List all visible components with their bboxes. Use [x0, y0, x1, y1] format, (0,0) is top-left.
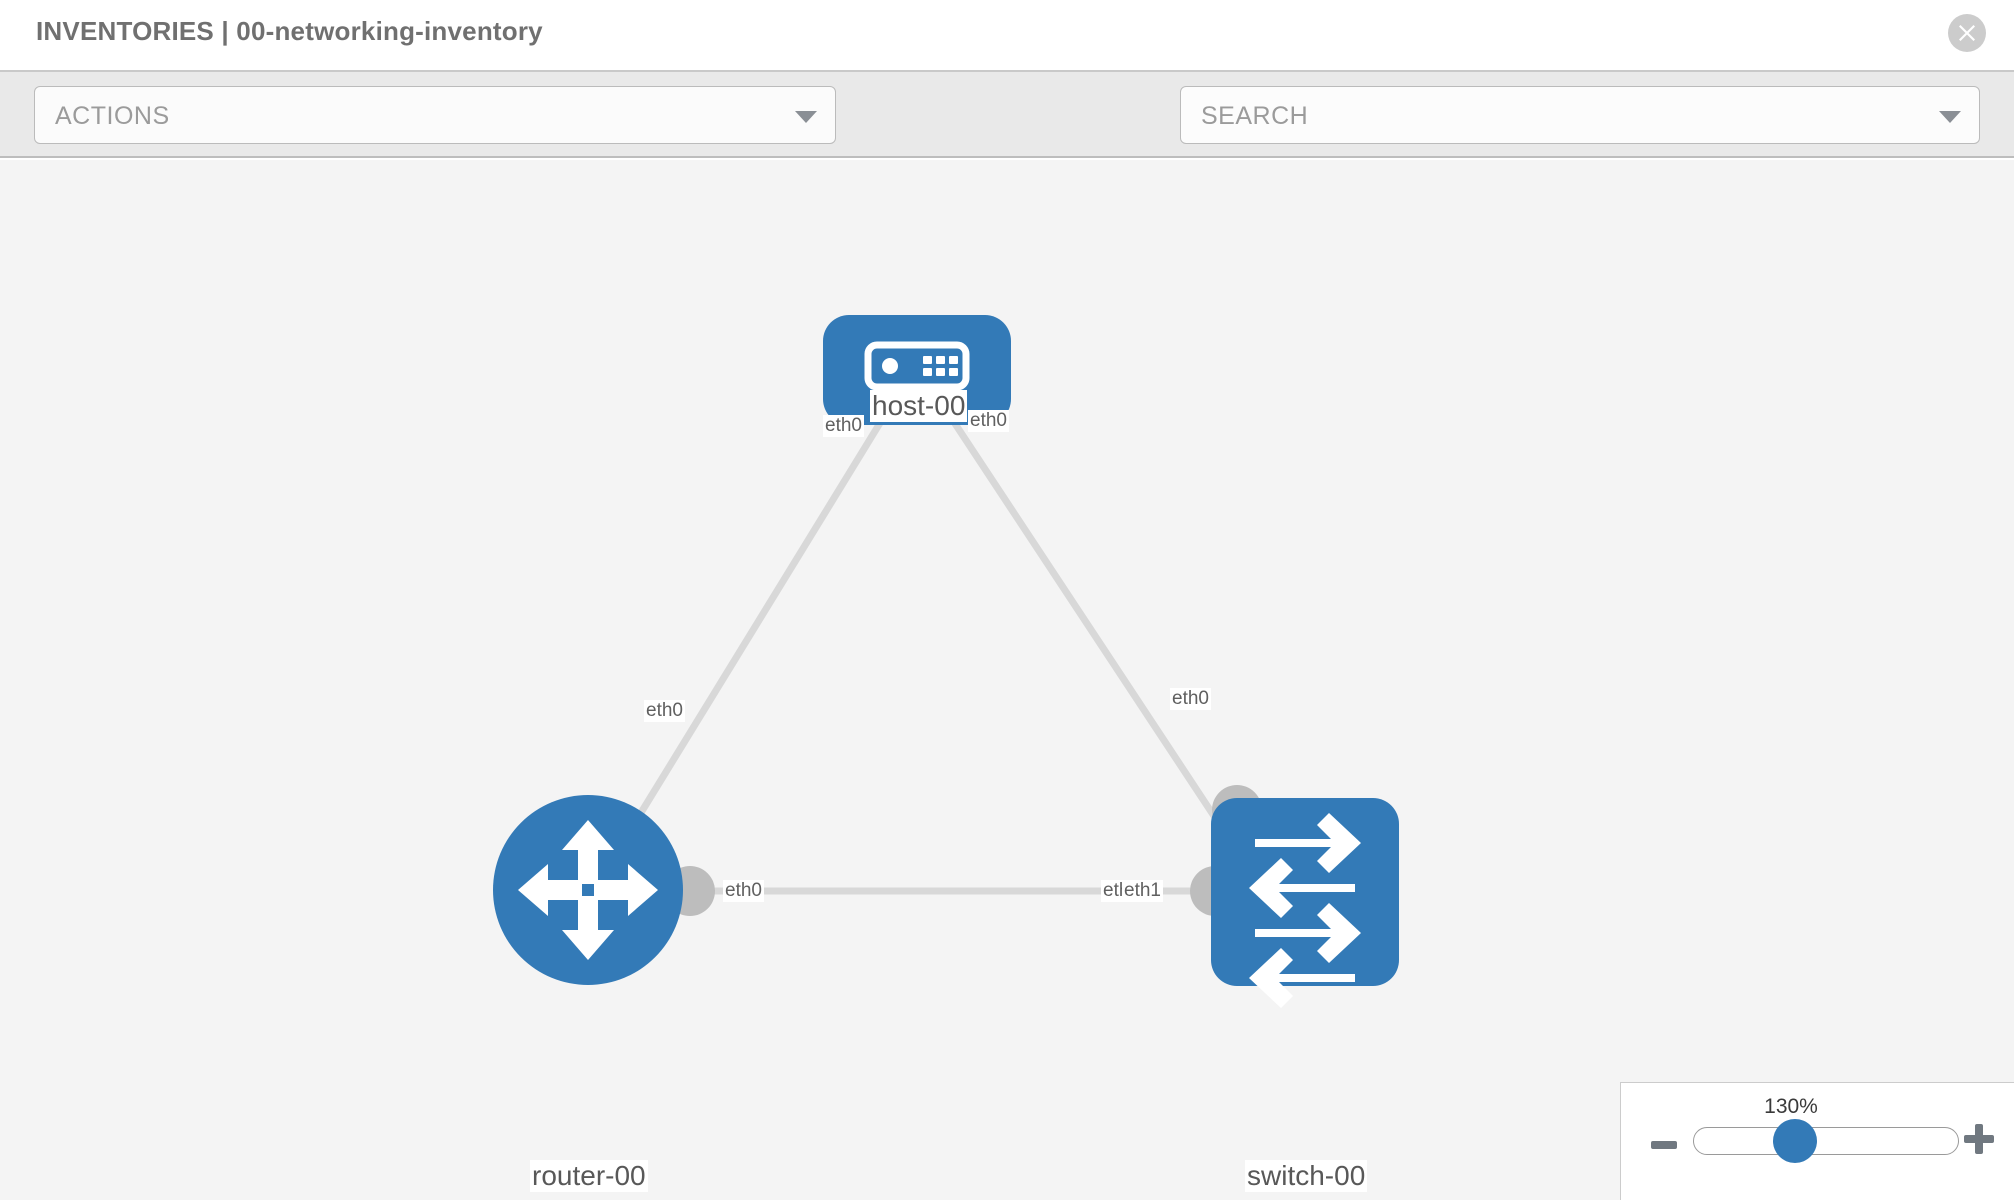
edge-host-switch	[943, 408, 1246, 862]
topology-toolbar: ACTIONS SEARCH	[0, 70, 2014, 199]
edge-host-router	[609, 408, 891, 862]
page-header: INVENTORIES | 00-networking-inventory	[0, 0, 2014, 70]
topology-canvas[interactable]: host-00 router-00 switch-00 eth0 eth0 et…	[0, 160, 2014, 1200]
zoom-out-button[interactable]	[1649, 1130, 1679, 1165]
chevron-down-icon	[795, 111, 817, 123]
zoom-control-panel: 130%	[1620, 1082, 2014, 1200]
topology-ports	[618, 375, 1262, 916]
close-icon[interactable]	[1948, 14, 1986, 52]
iface-label-switch-up: eth0	[1170, 688, 1211, 710]
iface-label-host-left: eth0	[823, 415, 864, 437]
iface-label-host-right: eth0	[968, 410, 1009, 432]
iface-label-switch-left-b: eth1	[1122, 880, 1163, 902]
zoom-in-button[interactable]	[1961, 1121, 1997, 1162]
topology-edges	[609, 408, 1246, 895]
zoom-level-label: 130%	[1764, 1095, 1818, 1118]
node-switch-00[interactable]	[1211, 798, 1399, 1008]
iface-label-router-up: eth0	[644, 700, 685, 722]
page-title: INVENTORIES | 00-networking-inventory	[36, 16, 543, 46]
node-router-00[interactable]	[493, 795, 683, 985]
iface-label-router-right: eth0	[723, 880, 764, 902]
chevron-down-icon[interactable]	[1939, 111, 1961, 123]
actions-dropdown-label: ACTIONS	[55, 102, 170, 130]
actions-dropdown[interactable]: ACTIONS	[34, 86, 836, 144]
zoom-slider-thumb[interactable]	[1773, 1119, 1817, 1163]
node-label-router-00: router-00	[530, 1160, 648, 1193]
search-placeholder-label: SEARCH	[1201, 102, 1309, 130]
node-label-switch-00: switch-00	[1245, 1160, 1368, 1193]
node-label-host-00: host-00	[870, 390, 968, 423]
topology-graph	[493, 315, 1399, 1008]
zoom-slider-track[interactable]	[1693, 1127, 1959, 1155]
search-input[interactable]: SEARCH	[1180, 86, 1980, 144]
